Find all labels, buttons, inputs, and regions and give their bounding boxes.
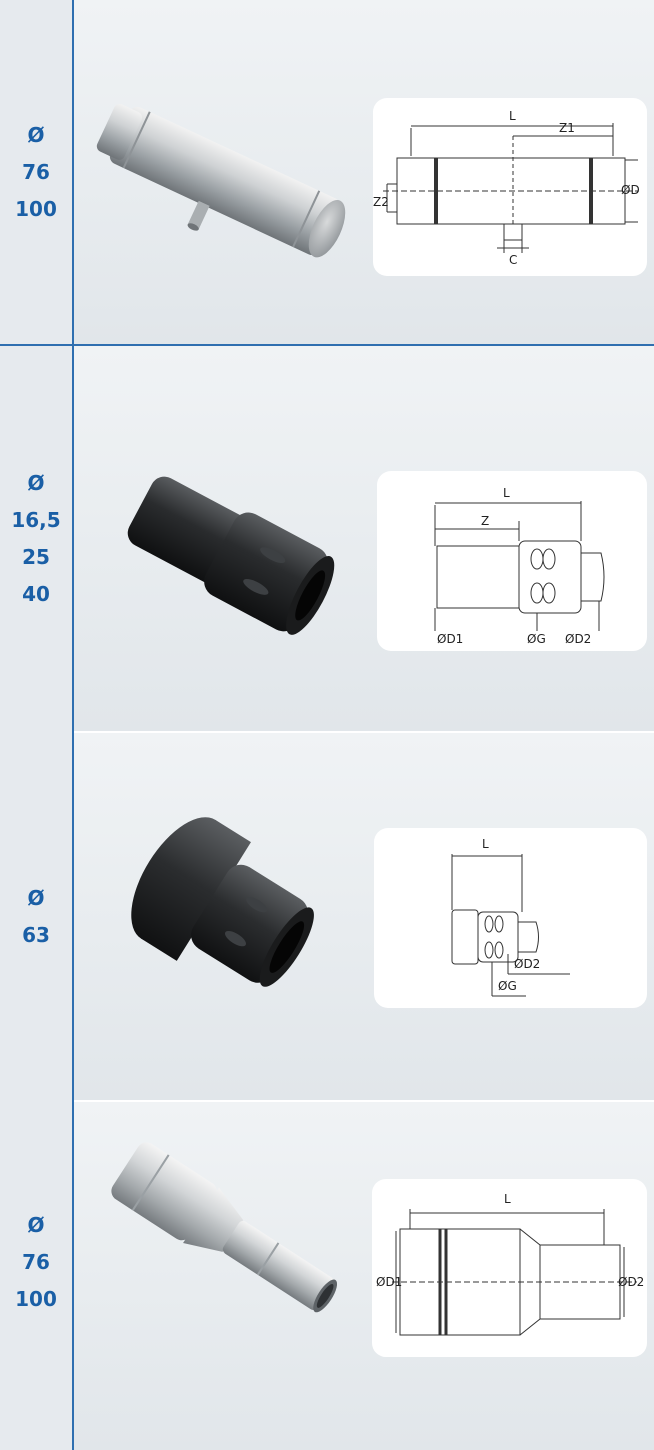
row-separator (74, 1100, 654, 1102)
dim-label-l: L (482, 837, 489, 851)
product-row-1: Ø 76 100 (0, 0, 654, 344)
adapter-dimension-drawing: L Z ØD1 ØG ØD2 (434, 486, 605, 646)
dim-label-c: C (509, 253, 517, 267)
size-label: 76 (22, 159, 50, 184)
dim-label-od: ØD (621, 183, 640, 197)
size-label: 16,5 (11, 507, 61, 532)
dim-label-z2: Z2 (373, 195, 389, 209)
size-list: Ø 16,5 25 40 (0, 346, 72, 731)
dimension-drawing-card: L Z1 Z2 ØD C (373, 98, 647, 276)
dim-label-og: ØG (527, 632, 546, 646)
dim-label-od2: ØD2 (565, 632, 591, 646)
size-label: Ø (27, 470, 45, 495)
tee-dimension-drawing: L Z1 Z2 ØD C (373, 109, 640, 267)
size-label: 100 (15, 1286, 57, 1311)
size-label: 63 (22, 922, 50, 947)
product-row-4: Ø 76 100 (0, 1102, 654, 1450)
dim-label-l: L (503, 486, 510, 500)
steel-reducer-photo (111, 1142, 338, 1313)
black-push-fit-adapter-photo (127, 476, 335, 635)
row-separator (0, 344, 654, 346)
reducer-dimension-drawing: L ØD2 ØG (451, 837, 570, 997)
dim-label-od2: ØD2 (514, 957, 540, 971)
dim-label-od1: ØD1 (437, 632, 463, 646)
size-label: 76 (22, 1249, 50, 1274)
dim-label-od1: ØD1 (376, 1275, 402, 1289)
dim-label-z1: Z1 (559, 121, 575, 135)
size-label: 40 (22, 581, 50, 606)
size-list: Ø 76 100 (0, 0, 72, 344)
black-reducer-adapter-photo (131, 817, 314, 987)
size-label: 100 (15, 196, 57, 221)
size-label: Ø (27, 122, 45, 147)
dim-label-l: L (504, 1192, 511, 1206)
dim-label-og: ØG (498, 979, 517, 993)
dimension-drawing-card: L ØD2 ØG (374, 828, 647, 1008)
steel-tee-fitting-photo (96, 103, 346, 258)
row-separator (74, 731, 654, 733)
dimension-drawing-card: L Z ØD1 ØG ØD2 (377, 471, 647, 651)
dimension-drawing-card: L ØD1 ØD2 (372, 1179, 647, 1357)
size-list: Ø 76 100 (0, 1102, 72, 1422)
left-column-divider (72, 0, 74, 1450)
steel-reducer-dimension-drawing: L ØD1 ØD2 (376, 1192, 644, 1336)
product-row-3: Ø 63 (0, 733, 654, 1100)
size-label: Ø (27, 885, 45, 910)
product-row-2: Ø 16,5 25 40 (0, 346, 654, 731)
dim-label-z: Z (481, 514, 489, 528)
dim-label-l: L (509, 109, 516, 123)
size-label: 25 (22, 544, 50, 569)
size-label: Ø (27, 1212, 45, 1237)
size-list: Ø 63 (0, 733, 72, 1100)
dim-label-od2: ØD2 (618, 1275, 644, 1289)
